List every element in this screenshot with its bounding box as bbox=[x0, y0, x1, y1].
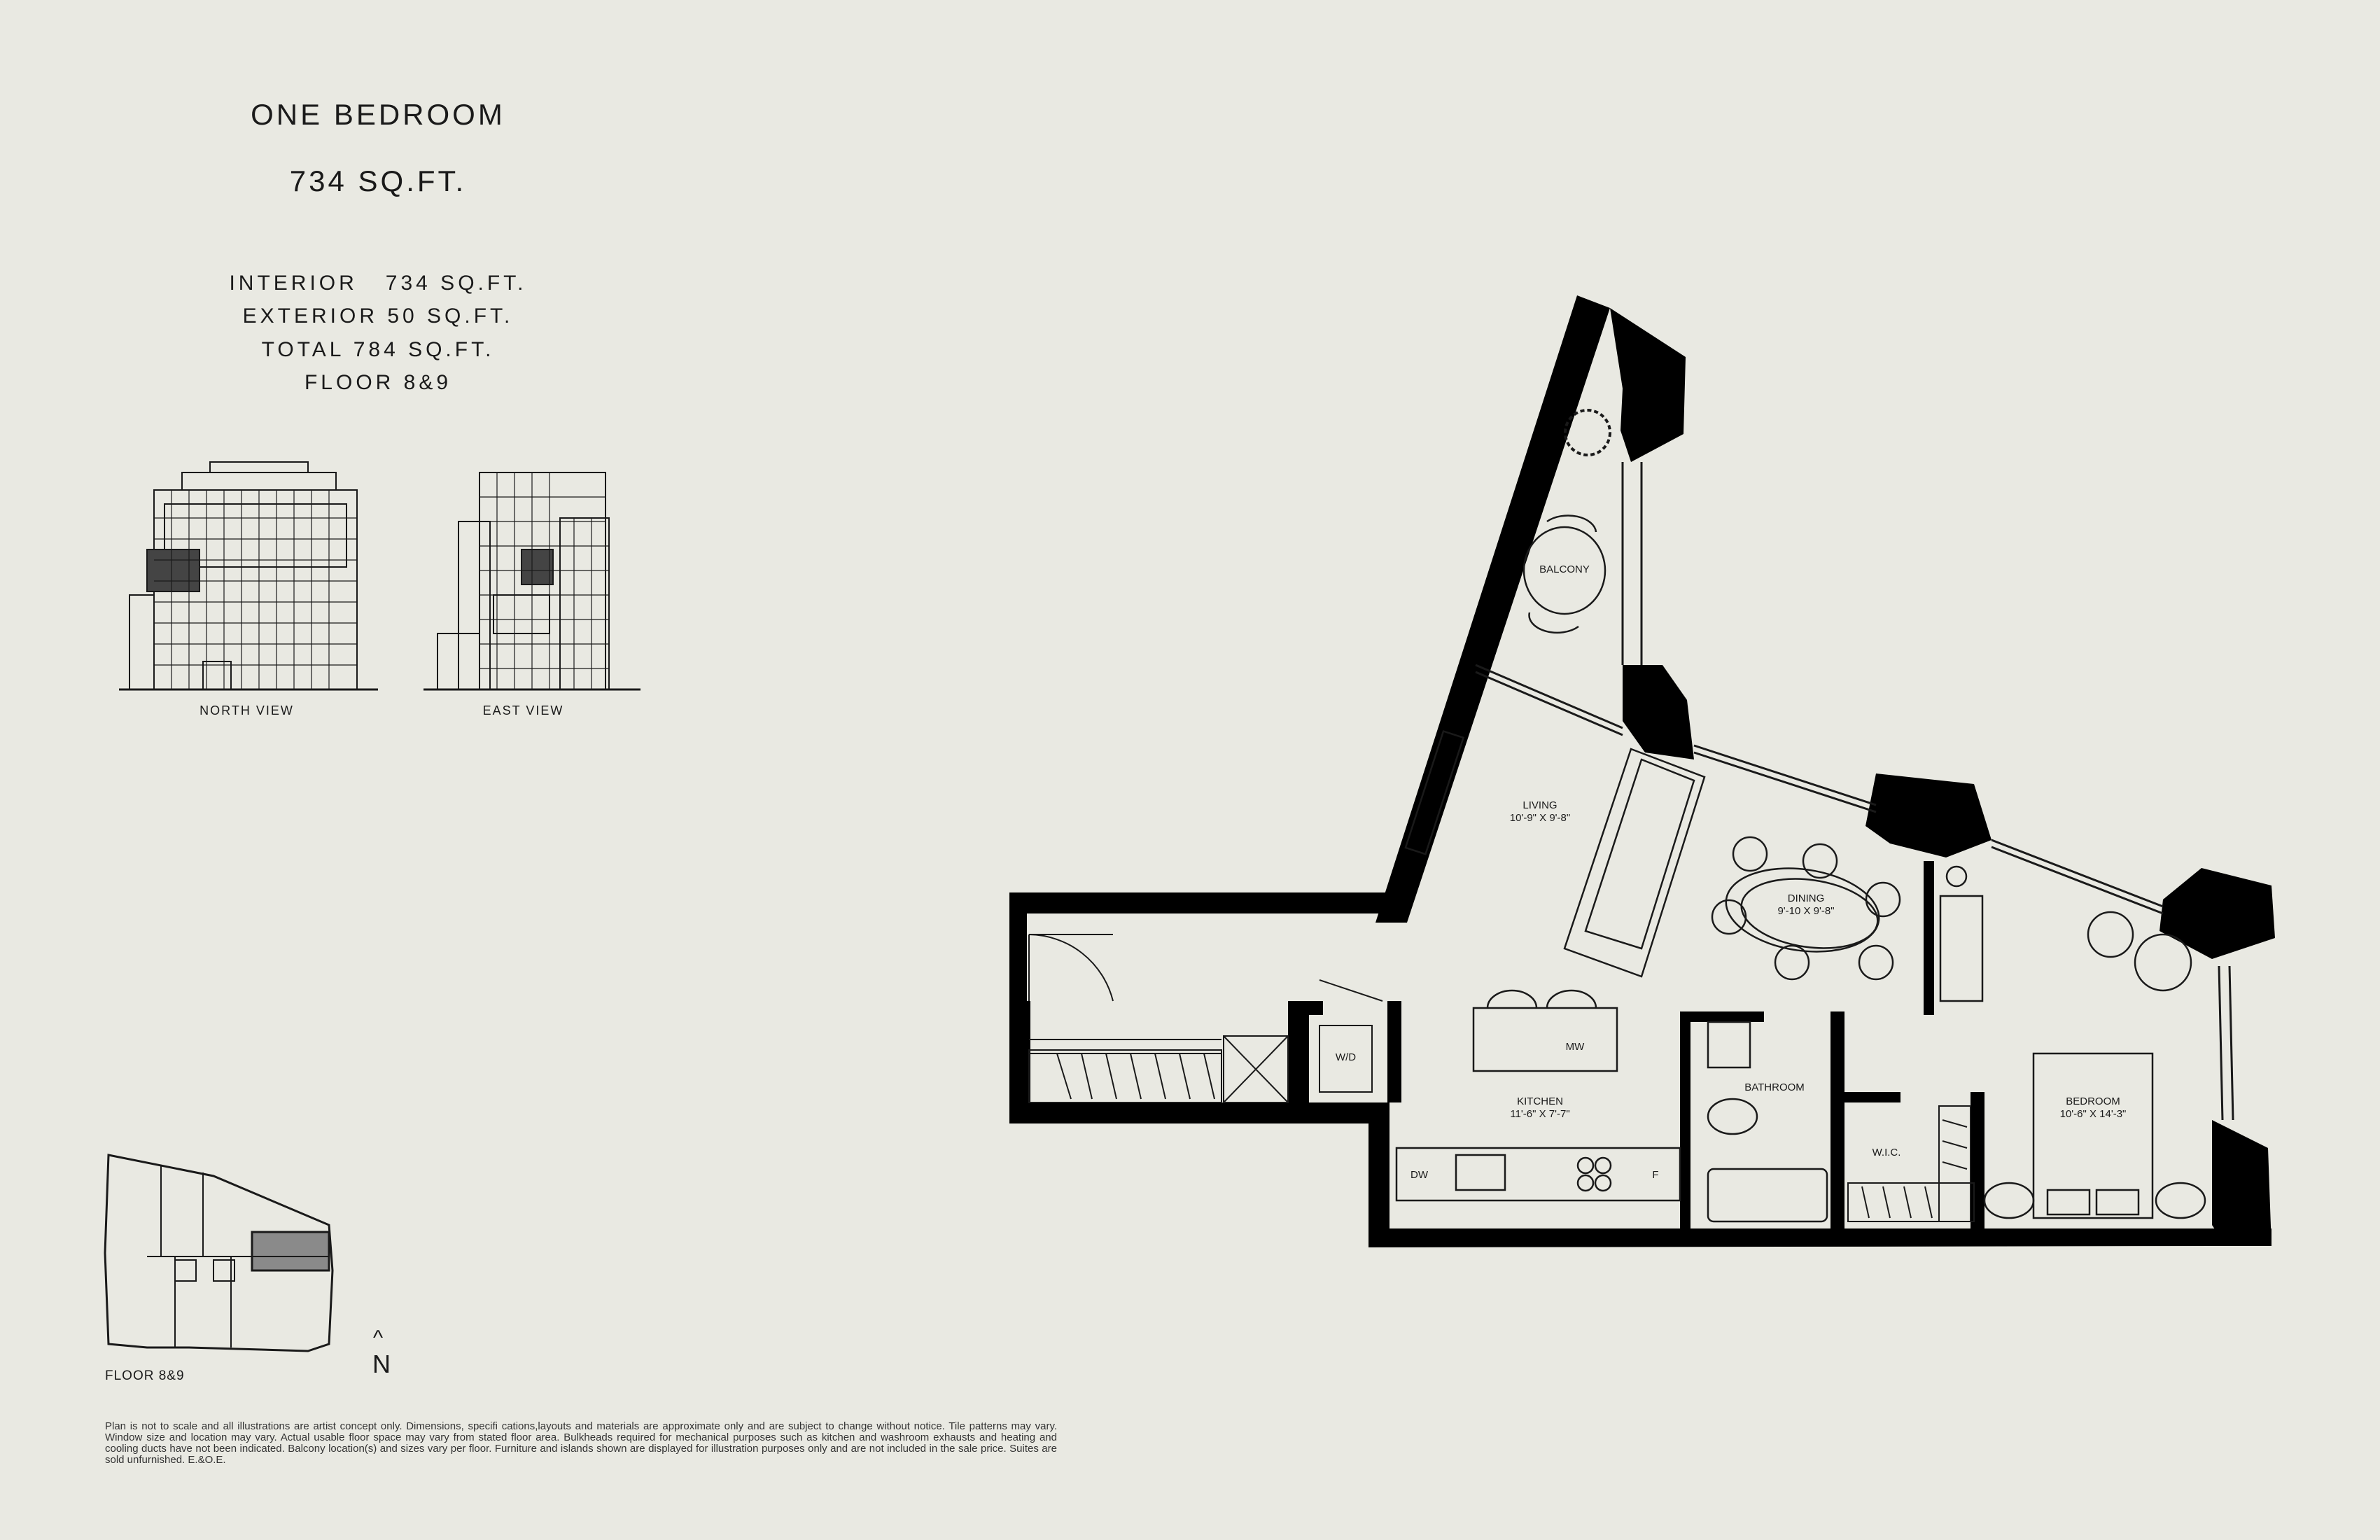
unit-area-title: 734 SQ.FT. bbox=[289, 164, 467, 197]
dishwasher-label: DW bbox=[1410, 1169, 1428, 1181]
dining-name: DINING bbox=[1787, 892, 1825, 904]
sink bbox=[1455, 1154, 1506, 1191]
washer-dryer bbox=[1319, 1025, 1373, 1093]
balcony-furniture bbox=[1522, 409, 1611, 634]
accent-chair bbox=[2134, 933, 2192, 992]
bedroom-desk bbox=[1939, 895, 1984, 1002]
dining-dims: 9'-10 X 9'-8" bbox=[1777, 905, 1835, 917]
toilet bbox=[1707, 1098, 1758, 1135]
planter bbox=[1564, 409, 1611, 456]
wic-label: W.I.C. bbox=[1872, 1147, 1901, 1158]
kitchen-dims: 11'-6" X 7'-7" bbox=[1510, 1108, 1570, 1120]
bathroom-label: BATHROOM bbox=[1744, 1082, 1805, 1093]
kitchen-label: KITCHEN 11'-6" X 7'-7" bbox=[1491, 1096, 1589, 1121]
key-plan-label: FLOOR 8&9 bbox=[105, 1368, 185, 1383]
ceiling-fixture bbox=[1945, 865, 1968, 888]
accent-table bbox=[2087, 911, 2134, 958]
stat-total: TOTAL 784 SQ.FT. bbox=[261, 338, 495, 361]
north-letter: N bbox=[372, 1350, 391, 1378]
washer-dryer-label: W/D bbox=[1335, 1051, 1357, 1063]
kitchen-counter bbox=[1395, 1147, 1681, 1202]
bedroom-label: BEDROOM 10'-6" X 14'-3" bbox=[2044, 1096, 2142, 1121]
disclaimer-text: Plan is not to scale and all illustratio… bbox=[105, 1420, 1057, 1466]
living-label: LIVING 10'-9" X 9'-8" bbox=[1498, 799, 1582, 825]
exterior-walls bbox=[1009, 295, 2275, 1247]
dining-label: DINING 9'-10 X 9'-8" bbox=[1760, 892, 1851, 918]
stat-floor: FLOOR 8&9 bbox=[304, 371, 452, 394]
stool-2 bbox=[1546, 989, 1597, 1009]
bedroom-name: BEDROOM bbox=[2066, 1096, 2120, 1107]
dining-set bbox=[1711, 836, 1901, 981]
bedroom-dims: 10'-6" X 14'-3" bbox=[2059, 1108, 2127, 1120]
entry-door bbox=[1028, 934, 1114, 1002]
bed bbox=[2032, 1052, 2154, 1219]
microwave-label: MW bbox=[1565, 1041, 1585, 1053]
sofa bbox=[1563, 748, 1706, 978]
fireplace bbox=[1404, 729, 1465, 855]
balcony-label: BALCONY bbox=[1539, 564, 1590, 575]
bath-vanity bbox=[1707, 1021, 1751, 1069]
stool-1 bbox=[1486, 989, 1538, 1009]
mechanical-box bbox=[1223, 1035, 1289, 1103]
stat-exterior: EXTERIOR 50 SQ.FT. bbox=[242, 304, 514, 328]
stat-interior: INTERIOR 734 SQ.FT. bbox=[229, 272, 527, 295]
living-dims: 10'-9" X 9'-8" bbox=[1509, 812, 1571, 824]
nightstand-left bbox=[1983, 1182, 2035, 1219]
kitchen-name: KITCHEN bbox=[1517, 1096, 1563, 1107]
entry-closet bbox=[1028, 1049, 1222, 1103]
cooktop-burner bbox=[1576, 1156, 1595, 1175]
north-arrow-icon: ^ bbox=[373, 1326, 384, 1350]
walk-in-closet bbox=[1847, 1105, 1975, 1222]
kitchen-island bbox=[1472, 1007, 1618, 1072]
fridge-label: F bbox=[1652, 1169, 1659, 1181]
unit-type-title: ONE BEDROOM bbox=[251, 98, 505, 131]
east-view-label: EAST VIEW bbox=[482, 704, 564, 718]
north-view-label: NORTH VIEW bbox=[200, 704, 294, 718]
living-name: LIVING bbox=[1522, 799, 1558, 811]
bathtub bbox=[1707, 1168, 1828, 1223]
nightstand-right bbox=[2155, 1182, 2206, 1219]
